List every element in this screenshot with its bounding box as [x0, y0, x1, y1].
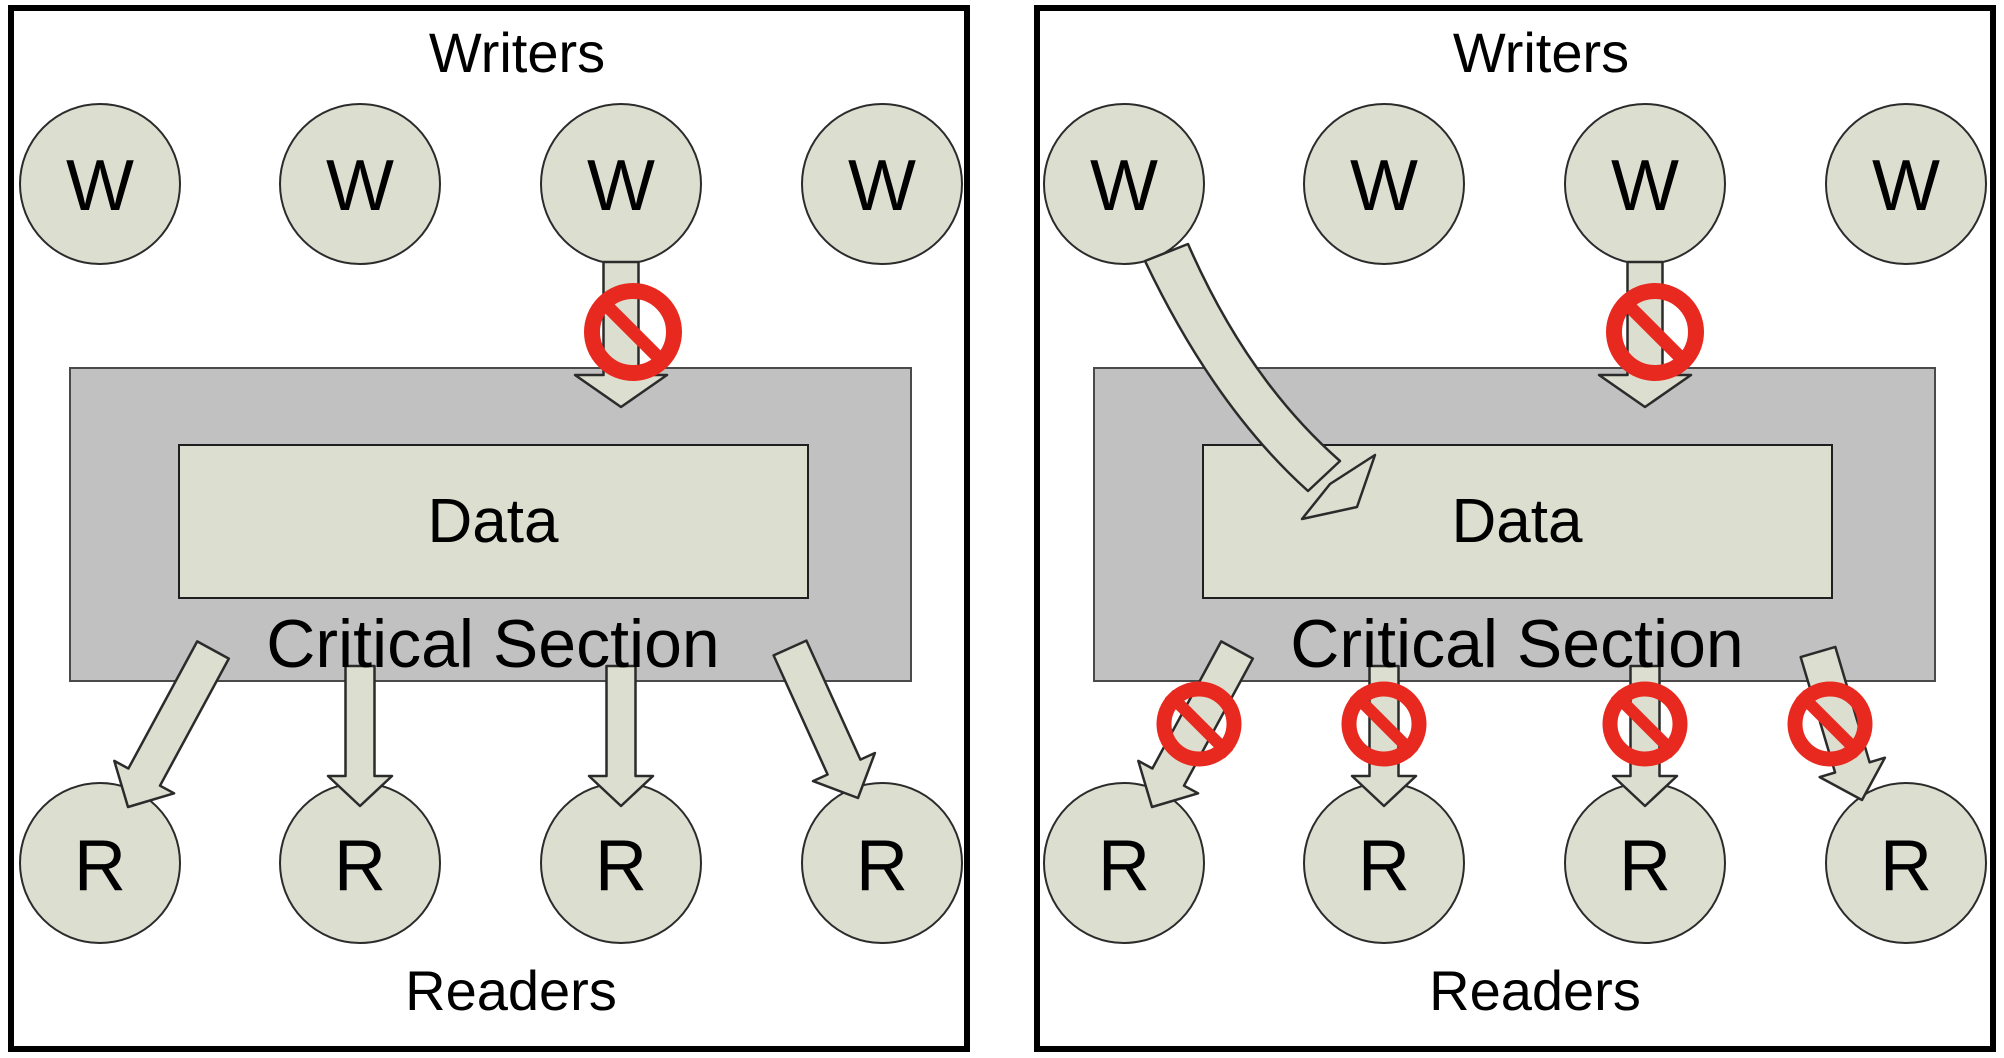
writers-title: Writers — [429, 21, 605, 84]
reader-node-1 — [19, 782, 181, 944]
no-entry-icon — [1341, 681, 1427, 767]
writer-node-1 — [1043, 103, 1205, 265]
readers-title: Readers — [405, 959, 617, 1022]
writers-title: Writers — [1453, 21, 1629, 84]
no-entry-icon — [1606, 283, 1704, 381]
writer-blocked-arrow — [1597, 260, 1693, 409]
reader-arrow-1 — [113, 640, 231, 809]
reader-label-4: R — [1880, 826, 1932, 906]
writer-node-2 — [1303, 103, 1465, 265]
reader-label-3: R — [595, 826, 647, 906]
writer-label-3: W — [587, 146, 655, 226]
no-entry-icon — [584, 283, 682, 381]
writer-label-4: W — [848, 146, 916, 226]
writer-label-1: W — [66, 146, 134, 226]
reader-label-3: R — [1619, 826, 1671, 906]
reader-label-2: R — [334, 826, 386, 906]
writer-node-1 — [19, 103, 181, 265]
writer-writing-arrow — [1143, 242, 1377, 521]
reader-label-1: R — [74, 826, 126, 906]
writer-node-4 — [1825, 103, 1987, 265]
panel-writer-writing: Writers W W W W Data Critical Section R … — [1034, 5, 1996, 1052]
reader-arrow-2 — [326, 664, 394, 808]
writer-label-1: W — [1090, 146, 1158, 226]
writer-node-4 — [801, 103, 963, 265]
writer-label-2: W — [326, 146, 394, 226]
writer-blocked-arrow — [573, 260, 669, 409]
critical-section-label: Critical Section — [1290, 606, 1744, 682]
reader-label-4: R — [856, 826, 908, 906]
reader-label-1: R — [1098, 826, 1150, 906]
panel-readers-reading: Writers W W W W Data Critical Section R … — [8, 5, 970, 1052]
readers-title: Readers — [1429, 959, 1641, 1022]
no-entry-icon — [1602, 681, 1688, 767]
no-entry-icon — [1787, 681, 1873, 767]
data-label: Data — [1452, 487, 1583, 556]
reader-node-4 — [1825, 782, 1987, 944]
reader-arrow-3 — [587, 664, 655, 808]
writer-node-2 — [279, 103, 441, 265]
reader-node-4 — [801, 782, 963, 944]
data-label: Data — [428, 487, 559, 556]
reader-label-2: R — [1358, 826, 1410, 906]
critical-section-label: Critical Section — [266, 606, 720, 682]
reader-arrow-4 — [772, 639, 877, 800]
writer-label-4: W — [1872, 146, 1940, 226]
no-entry-icon — [1156, 681, 1242, 767]
writer-label-2: W — [1350, 146, 1418, 226]
data-box — [178, 444, 809, 599]
writer-label-3: W — [1611, 146, 1679, 226]
reader-node-1 — [1043, 782, 1205, 944]
